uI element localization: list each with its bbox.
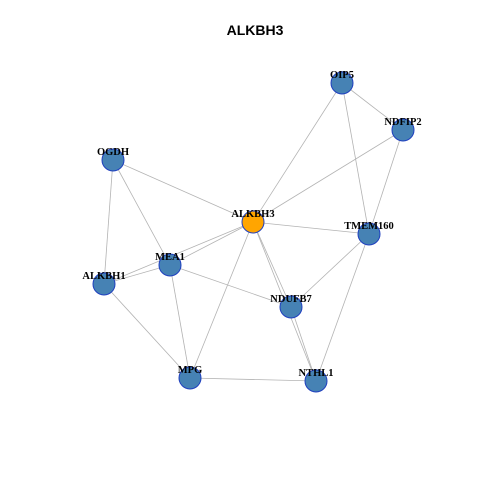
edge-alkbh1-mpg [103, 283, 191, 379]
edge-ogdh-alkbh3 [112, 159, 254, 223]
node-ogdh[interactable] [101, 148, 125, 172]
edge-alkbh3-tmem160 [252, 221, 370, 235]
node-label-alkbh1: ALKBH1 [82, 271, 125, 282]
nodes-layer [92, 71, 415, 393]
node-alkbh1[interactable] [92, 272, 116, 296]
node-label-mpg: MPG [178, 365, 203, 376]
edge-oip5-ndfip2 [341, 82, 404, 131]
node-label-alkbh3: ALKBH3 [231, 209, 274, 220]
node-label-ogdh: OGDH [97, 147, 129, 158]
node-tmem160[interactable] [357, 222, 381, 246]
edge-ogdh-mea1 [112, 159, 171, 266]
node-mea1[interactable] [158, 253, 182, 277]
diagram-title: ALKBH3 [227, 22, 284, 38]
node-mpg[interactable] [178, 366, 202, 390]
node-label-ndufb7: NDUFB7 [270, 294, 311, 305]
node-nthl1[interactable] [304, 369, 328, 393]
node-label-ndfip2: NDFIP2 [384, 117, 421, 128]
edge-oip5-tmem160 [341, 82, 370, 235]
node-label-tmem160: TMEM160 [344, 221, 394, 232]
edge-alkbh3-alkbh1 [103, 221, 254, 285]
edge-tmem160-nthl1 [315, 233, 370, 382]
edge-alkbh3-ndufb7 [252, 221, 292, 308]
node-oip5[interactable] [330, 71, 354, 95]
edge-alkbh3-mpg [189, 221, 254, 379]
edge-mpg-nthl1 [189, 377, 317, 382]
node-ndfip2[interactable] [391, 118, 415, 142]
edge-mea1-mpg [169, 264, 191, 379]
edge-ndfip2-tmem160 [368, 129, 404, 235]
node-label-oip5: OIP5 [330, 70, 354, 81]
edge-oip5-alkbh3 [252, 82, 343, 223]
node-ndufb7[interactable] [279, 295, 303, 319]
node-alkbh3[interactable] [241, 210, 265, 234]
node-label-mea1: MEA1 [155, 252, 185, 263]
edge-ogdh-alkbh1 [103, 159, 114, 285]
node-label-nthl1: NTHL1 [298, 368, 333, 379]
edge-mea1-ndufb7 [169, 264, 292, 308]
edge-alkbh3-mea1 [169, 221, 254, 266]
edge-ndfip2-alkbh3 [252, 129, 404, 223]
edge-ndufb7-nthl1 [290, 306, 317, 382]
edge-tmem160-ndufb7 [290, 233, 370, 308]
